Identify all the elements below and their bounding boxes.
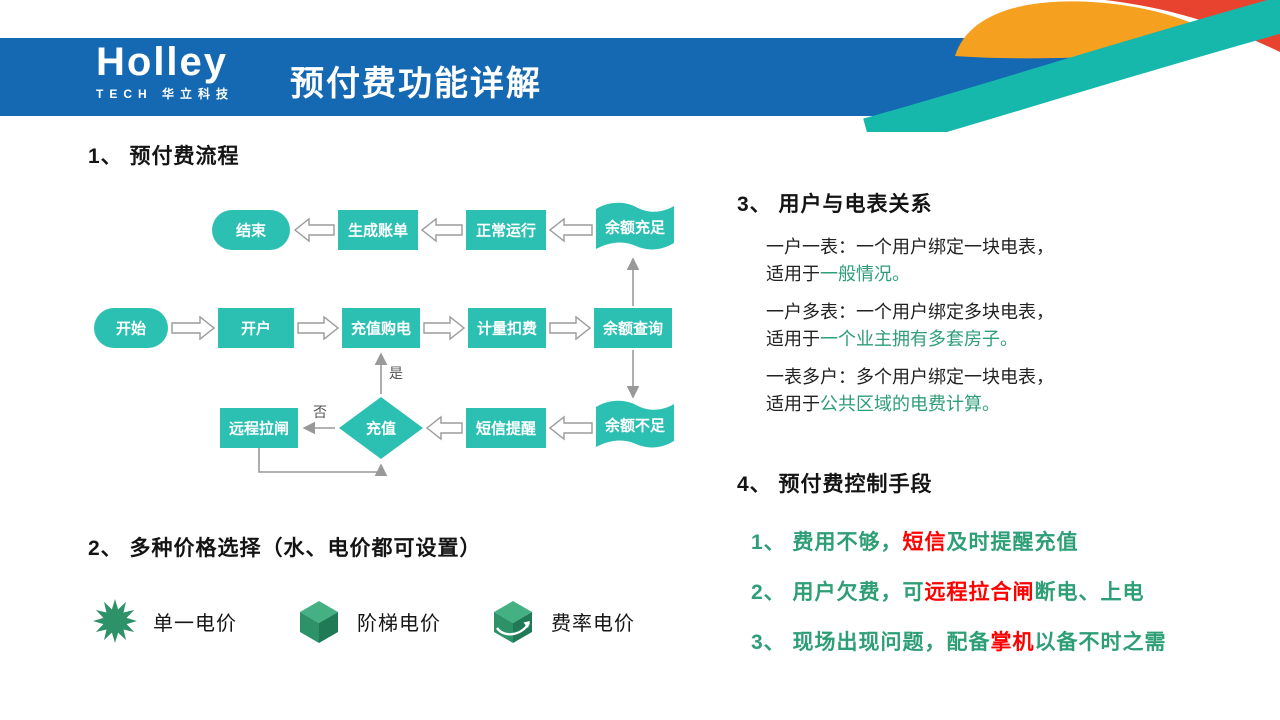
flow-label-no: 否 — [313, 404, 327, 420]
control-item-handheld: 3、 现场出现问题，配备掌机以备不时之需 — [751, 626, 1201, 656]
flow-node-low — [596, 400, 674, 448]
flow-node-low-label: 余额不足 — [604, 417, 666, 435]
flow-arrow-sms-to-recharge — [425, 415, 463, 441]
flow-arrow-bill-to-end — [293, 217, 335, 243]
flow-node-bill-label: 生成账单 — [348, 222, 408, 240]
flow-node-trip-label: 远程拉闸 — [229, 420, 289, 438]
section-4-heading: 4、 预付费控制手段 — [737, 473, 933, 496]
flow-arrow-open-to-buy — [297, 315, 340, 341]
flow-node-buy — [342, 308, 420, 348]
section-3-heading: 3、 用户与电表关系 — [737, 193, 933, 216]
corner-decoration — [863, 0, 1280, 132]
flow-node-start — [94, 308, 168, 348]
control-highlight: 远程拉合闸 — [924, 581, 1035, 604]
flow-node-end — [212, 210, 290, 250]
pricing-option-single: 单一电价 — [92, 597, 237, 645]
flow-arrow-normal-to-bill — [420, 217, 463, 243]
section-2-heading: 2、 多种价格选择（水、电价都可设置） — [88, 537, 482, 560]
flow-node-enough-label: 余额充足 — [604, 219, 666, 237]
flow-node-recharge — [339, 397, 423, 459]
relation-highlight: 一般情况。 — [820, 264, 910, 284]
flow-arrow-start-to-open — [171, 315, 216, 341]
control-item-sms: 1、 费用不够，短信及时提醒充值 — [751, 526, 1201, 556]
flow-node-normal-label: 正常运行 — [476, 222, 536, 240]
pricing-option-label: 单一电价 — [153, 612, 237, 635]
relation-item-one-to-one: 一户一表：一个用户绑定一块电表，适用于一般情况。 — [766, 234, 1068, 288]
flow-arrow-low-to-sms — [548, 415, 593, 441]
cube-icon — [300, 601, 338, 643]
relation-item-many-to-one: 一表多户：多个用户绑定一块电表，适用于公共区域的电费计算。 — [766, 364, 1068, 418]
flow-node-meter-label: 计量扣费 — [477, 320, 537, 338]
flow-node-meter — [468, 308, 546, 348]
cube-arrows-icon — [494, 601, 532, 643]
brand-wordmark: Holley — [96, 40, 229, 84]
pricing-option-tiered: 阶梯电价 — [296, 597, 441, 645]
flow-node-query — [594, 308, 672, 348]
control-highlight: 短信 — [902, 531, 947, 554]
relation-text: 一户多表：一个用户绑定多块电表，适用于 — [766, 302, 1054, 349]
pricing-option-label: 阶梯电价 — [357, 612, 441, 635]
pricing-option-label: 费率电价 — [551, 612, 635, 635]
flow-node-end-label: 结束 — [236, 222, 267, 240]
flow-node-buy-label: 充值购电 — [351, 320, 411, 338]
flow-label-yes: 是 — [389, 365, 403, 381]
flow-node-normal — [466, 210, 546, 250]
control-text: 2、 用户欠费，可 — [751, 581, 925, 604]
relation-item-one-to-many: 一户多表：一个用户绑定多块电表，适用于一个业主拥有多套房子。 — [766, 299, 1068, 353]
flow-node-open-label: 开户 — [241, 320, 271, 338]
control-text: 及时提醒充值 — [946, 531, 1079, 554]
flow-node-trip — [220, 408, 298, 448]
control-text: 以备不时之需 — [1034, 631, 1167, 654]
pricing-option-rate: 费率电价 — [490, 597, 635, 645]
control-item-remote-switch: 2、 用户欠费，可远程拉合闸断电、上电 — [751, 576, 1201, 606]
controls-list: 1、 费用不够，短信及时提醒充值 2、 用户欠费，可远程拉合闸断电、上电 3、 … — [751, 526, 1201, 676]
prepaid-flowchart: 是 否 结束 生成账单 正常运行 余额充足 开始 开户 充值购电 计量扣费 余额 — [94, 202, 674, 477]
flow-node-recharge-label: 充值 — [366, 420, 396, 438]
brand-subtitle: TECH 华立科技 — [96, 87, 235, 101]
control-highlight: 掌机 — [990, 631, 1035, 654]
flow-node-sms-label: 短信提醒 — [476, 420, 536, 438]
page-title: 预付费功能详解 — [290, 65, 542, 103]
logo: Holley TECH 华立科技 — [96, 42, 234, 102]
relation-text: 一表多户：多个用户绑定一块电表，适用于 — [766, 367, 1054, 414]
flow-arrow-enough-to-normal — [548, 217, 593, 243]
flow-node-sms — [466, 408, 546, 448]
starburst-icon — [93, 599, 137, 643]
flow-node-start-label: 开始 — [116, 320, 146, 338]
section-1-heading: 1、 预付费流程 — [88, 145, 240, 168]
control-text: 1、 费用不够， — [751, 531, 903, 554]
relation-highlight: 公共区域的电费计算。 — [820, 394, 1000, 414]
flow-arrow-buy-to-meter — [423, 315, 466, 341]
relation-highlight: 一个业主拥有多套房子。 — [820, 329, 1018, 349]
flow-connector-trip-to-recharge — [258, 448, 388, 477]
flow-arrow-meter-to-query — [549, 315, 592, 341]
flow-node-enough — [596, 202, 674, 250]
relations-list: 一户一表：一个用户绑定一块电表，适用于一般情况。 一户多表：一个用户绑定多块电表… — [766, 234, 1068, 429]
control-text: 断电、上电 — [1034, 581, 1145, 604]
relation-text: 一户一表：一个用户绑定一块电表，适用于 — [766, 237, 1054, 284]
flow-node-bill — [338, 210, 418, 250]
flow-node-open — [218, 308, 294, 348]
control-text: 3、 现场出现问题，配备 — [751, 631, 991, 654]
flow-node-query-label: 余额查询 — [602, 320, 663, 338]
decor-teal-swoosh — [863, 0, 1280, 132]
